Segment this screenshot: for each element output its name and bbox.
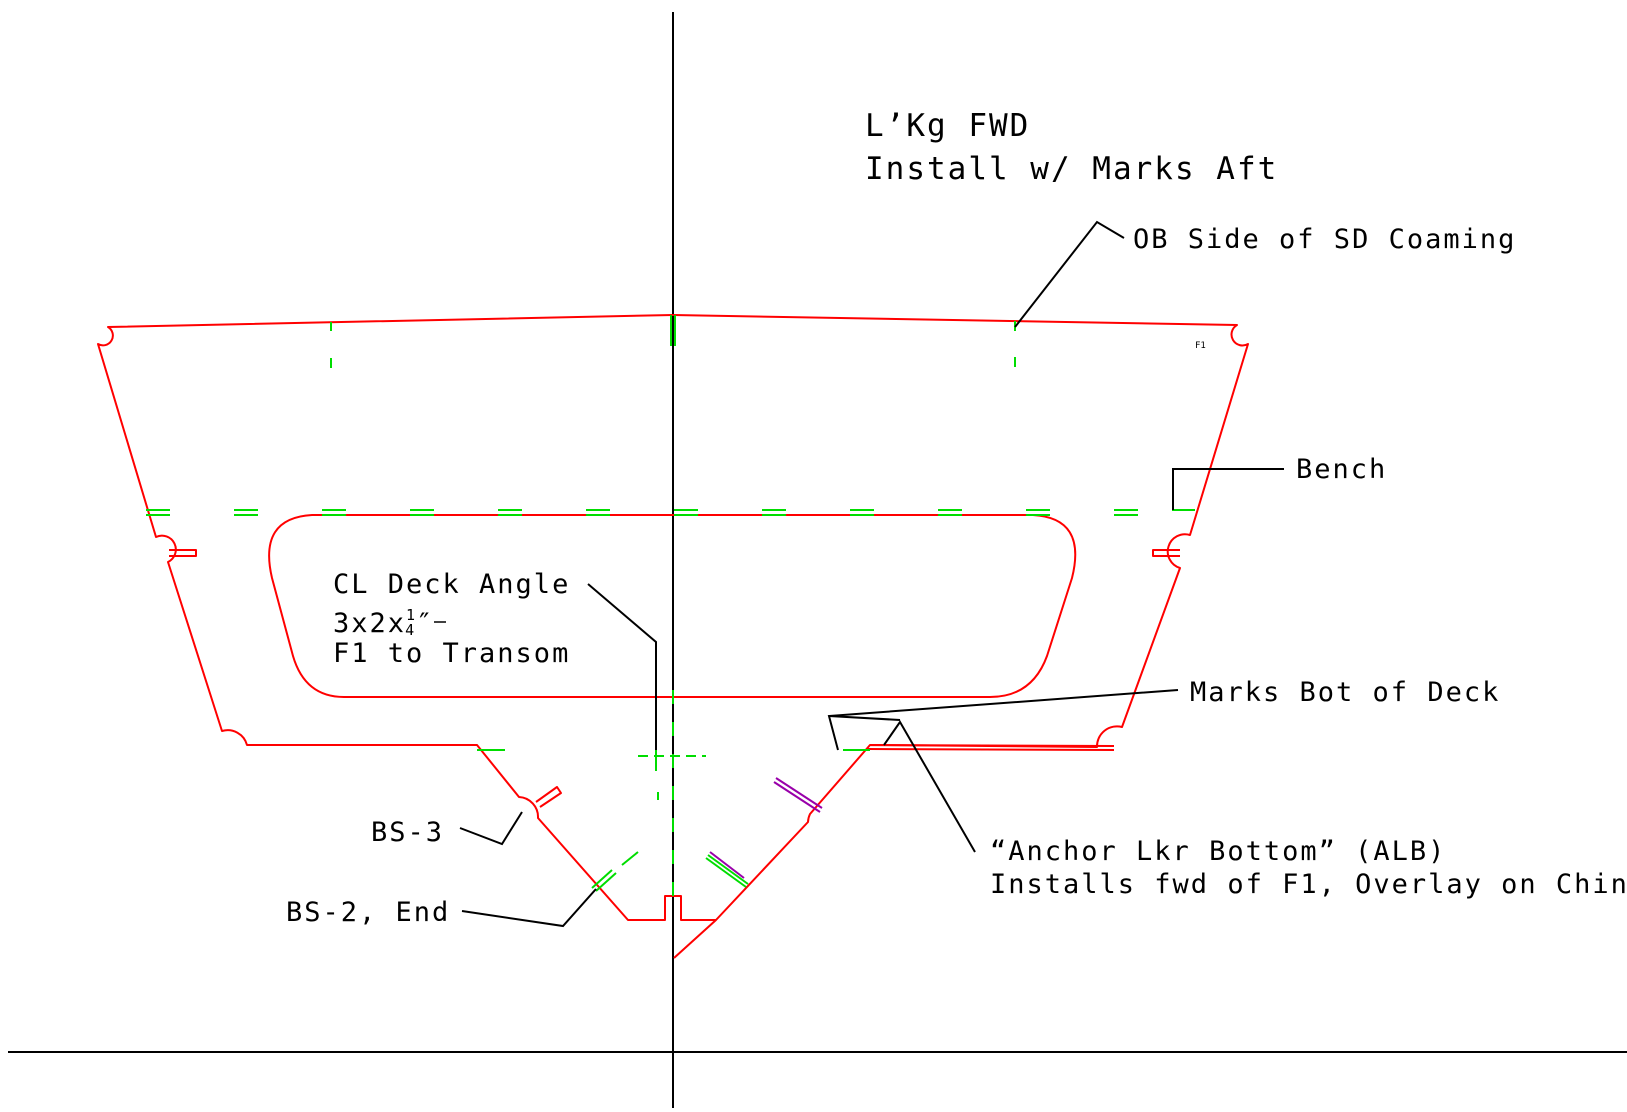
alb-overlay-line-lower (867, 748, 1115, 751)
label-ob-side: OB Side of SD Coaming (1133, 224, 1516, 255)
slot-tab-left (169, 549, 197, 557)
bs2-mark-a (591, 869, 613, 889)
bulkhead-outline-right (672, 314, 1249, 921)
bs2-mark-b (595, 872, 617, 892)
alb-overlay-line-upper (869, 744, 1115, 747)
leader-anchor-lkr (883, 720, 976, 853)
accent-mark-c (709, 851, 745, 879)
label-bench: Bench (1296, 454, 1387, 485)
label-lkg-fwd: L’Kg FWD (865, 108, 1030, 144)
leader-marks-bot-deck-2 (828, 715, 901, 721)
accent-mark-b (773, 781, 821, 813)
leader-bs2 (461, 888, 597, 928)
label-anchor-lkr: “Anchor Lkr Bottom” (ALB) (990, 836, 1446, 867)
slot-tab-bs3 (535, 786, 562, 808)
bulkhead-outline-left (97, 314, 674, 921)
label-f1-to-transom: F1 to Transom (333, 638, 570, 669)
label-cl-deck-angle: CL Deck Angle (333, 569, 570, 600)
bs2-dash (621, 851, 639, 866)
leader-bench (1172, 468, 1284, 510)
label-installs-fwd: Installs fwd of F1, Overlay on Chine (990, 869, 1627, 900)
chine-extension (673, 919, 717, 959)
angle-size-prefix: 3x2x (333, 608, 406, 639)
slot-tab-right (1152, 549, 1180, 557)
leader-cl-deck-angle (587, 583, 657, 750)
leader-marks-bot-deck (827, 689, 1179, 751)
accent-mark-a (775, 777, 823, 809)
leader-ob-side (1014, 220, 1125, 328)
accent-marks (709, 777, 823, 879)
chine-mark-b (705, 857, 747, 888)
label-bs3: BS-3 (371, 817, 444, 848)
leader-bs3 (459, 811, 523, 846)
reference-axes (8, 12, 1627, 1108)
lightening-cutout (268, 514, 1077, 698)
angle-size-den: 4 (405, 621, 416, 639)
leader-lines (459, 220, 1284, 928)
angle-size-suffix: ″ (416, 608, 434, 639)
alignment-marks (146, 315, 1195, 900)
angle-size-num: 1 (406, 606, 417, 624)
label-install-marks: Install w/ Marks Aft (865, 151, 1278, 187)
label-bs2: BS-2, End (286, 897, 450, 928)
bulkhead-profile (97, 314, 1249, 959)
chine-mark-a (707, 854, 749, 885)
label-marks-bot-deck: Marks Bot of Deck (1190, 677, 1500, 708)
annotation-text: L’Kg FWD Install w/ Marks Aft OB Side of… (286, 108, 1627, 928)
label-f1-tag: F1 (1195, 341, 1206, 351)
